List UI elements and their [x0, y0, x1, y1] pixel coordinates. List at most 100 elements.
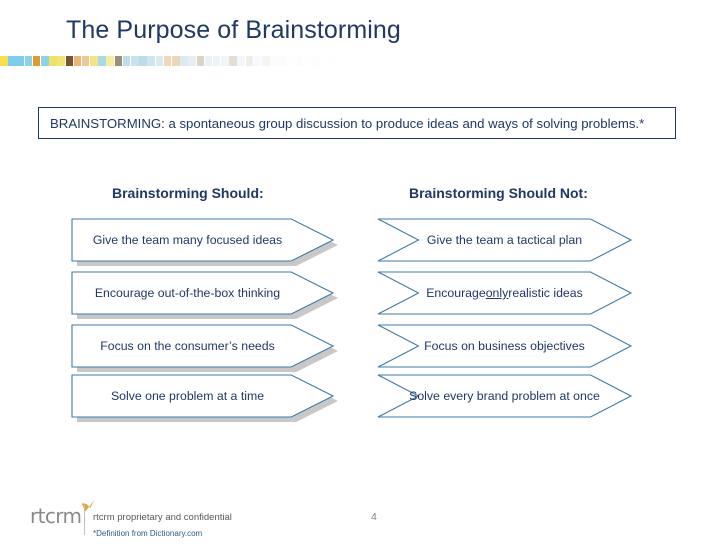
should-not-arrow-2[interactable]: Encourage only realistic ideas [378, 272, 631, 314]
color-swatch-73 [597, 56, 606, 66]
color-swatch-86 [704, 56, 712, 66]
color-swatch-44 [360, 56, 368, 66]
color-swatch-13 [106, 56, 115, 66]
color-swatch-33 [270, 56, 278, 66]
color-swatch-19 [155, 56, 164, 66]
color-swatch-58 [474, 56, 483, 66]
color-swatch-79 [646, 56, 655, 66]
arrow-outline [378, 325, 631, 367]
color-swatch-70 [573, 56, 581, 66]
arrow-outline [378, 219, 631, 261]
arrow-outline [72, 272, 333, 314]
color-swatch-84 [687, 56, 696, 66]
color-swatch-27 [221, 56, 229, 66]
color-swatch-57 [466, 56, 475, 66]
arrow-outline [72, 219, 333, 261]
color-swatch-29 [237, 56, 246, 66]
color-swatch-53 [433, 56, 442, 66]
should-arrow-3[interactable]: Focus on the consumer’s needs [72, 325, 338, 372]
color-swatch-78 [638, 56, 647, 66]
color-swatch-15 [122, 56, 131, 66]
color-swatch-4 [32, 56, 41, 66]
color-swatch-21 [171, 56, 180, 66]
should-arrow-4[interactable]: Solve one problem at a time [72, 375, 338, 422]
arrow-body [378, 219, 631, 261]
color-swatch-9 [73, 56, 82, 66]
should-not-arrow-1[interactable]: Give the team a tactical plan [378, 219, 631, 261]
color-swatch-40 [327, 56, 336, 66]
color-swatch-43 [352, 56, 360, 66]
color-swatch-69 [564, 56, 573, 66]
color-swatch-51 [417, 56, 426, 66]
color-swatch-8 [65, 56, 74, 66]
color-swatch-20 [163, 56, 172, 66]
color-swatch-23 [188, 56, 196, 66]
color-swatch-50 [409, 56, 417, 66]
color-swatch-64 [524, 56, 532, 66]
arrow-outline [72, 375, 333, 417]
color-swatch-16 [131, 56, 139, 66]
color-swatch-56 [458, 56, 467, 66]
color-swatch-71 [581, 56, 589, 66]
color-swatch-1 [8, 56, 16, 66]
color-swatch-12 [98, 56, 106, 66]
column-header-should: Brainstorming Should: [112, 185, 264, 201]
color-swatch-88 [720, 56, 728, 66]
color-swatch-42 [343, 56, 352, 66]
rtcrm-logo: rtcrm [30, 499, 95, 528]
color-swatch-75 [614, 56, 622, 66]
arrow-body [72, 272, 333, 314]
color-swatch-47 [384, 56, 393, 66]
page-number: 4 [371, 511, 377, 523]
color-swatch-65 [532, 56, 540, 66]
should-arrow-1[interactable]: Give the team many focused ideas [72, 219, 338, 266]
should-arrow-2[interactable]: Encourage out-of-the-box thinking [72, 272, 338, 319]
color-swatch-39 [319, 56, 327, 66]
color-swatch-60 [491, 56, 499, 66]
arrow-body [378, 272, 631, 314]
footer-source-note: *Definition from Dictionary.com [93, 529, 203, 538]
color-swatch-28 [229, 56, 237, 66]
color-swatch-76 [622, 56, 630, 66]
color-swatch-52 [425, 56, 434, 66]
color-swatch-37 [302, 56, 311, 66]
color-swatch-34 [278, 56, 286, 66]
color-swatch-83 [679, 56, 688, 66]
color-swatch-62 [507, 56, 516, 66]
decorative-color-bar [0, 56, 728, 66]
color-swatch-72 [589, 56, 598, 66]
color-swatch-77 [630, 56, 639, 66]
color-swatch-63 [515, 56, 524, 66]
page-title: The Purpose of Brainstorming [66, 16, 401, 44]
arrow-body [72, 375, 333, 417]
color-swatch-17 [139, 56, 147, 66]
color-swatch-68 [556, 56, 565, 66]
color-swatch-3 [24, 56, 33, 66]
color-swatch-2 [16, 56, 24, 66]
footer-divider [84, 503, 85, 535]
color-swatch-55 [450, 56, 458, 66]
should-not-arrow-4[interactable]: Solve every brand problem at once [378, 375, 631, 417]
color-swatch-82 [671, 56, 679, 66]
color-swatch-32 [262, 56, 270, 66]
color-swatch-24 [196, 56, 205, 66]
color-swatch-85 [695, 56, 704, 66]
definition-text: BRAINSTORMING: a spontaneous group discu… [50, 115, 645, 131]
color-swatch-48 [393, 56, 401, 66]
arrow-body [72, 219, 333, 261]
color-swatch-35 [286, 56, 295, 66]
should-not-arrow-3[interactable]: Focus on business objectives [378, 325, 631, 367]
color-swatch-81 [663, 56, 671, 66]
footer-confidential-text: rtcrm proprietary and confidential [93, 512, 232, 523]
color-swatch-41 [335, 56, 344, 66]
color-swatch-49 [401, 56, 409, 66]
color-swatch-80 [655, 56, 663, 66]
arrow-outline [72, 325, 333, 367]
color-swatch-0 [0, 56, 8, 66]
color-swatch-30 [245, 56, 254, 66]
color-swatch-46 [376, 56, 385, 66]
color-swatch-61 [499, 56, 508, 66]
color-swatch-36 [294, 56, 303, 66]
color-swatch-87 [712, 56, 720, 66]
